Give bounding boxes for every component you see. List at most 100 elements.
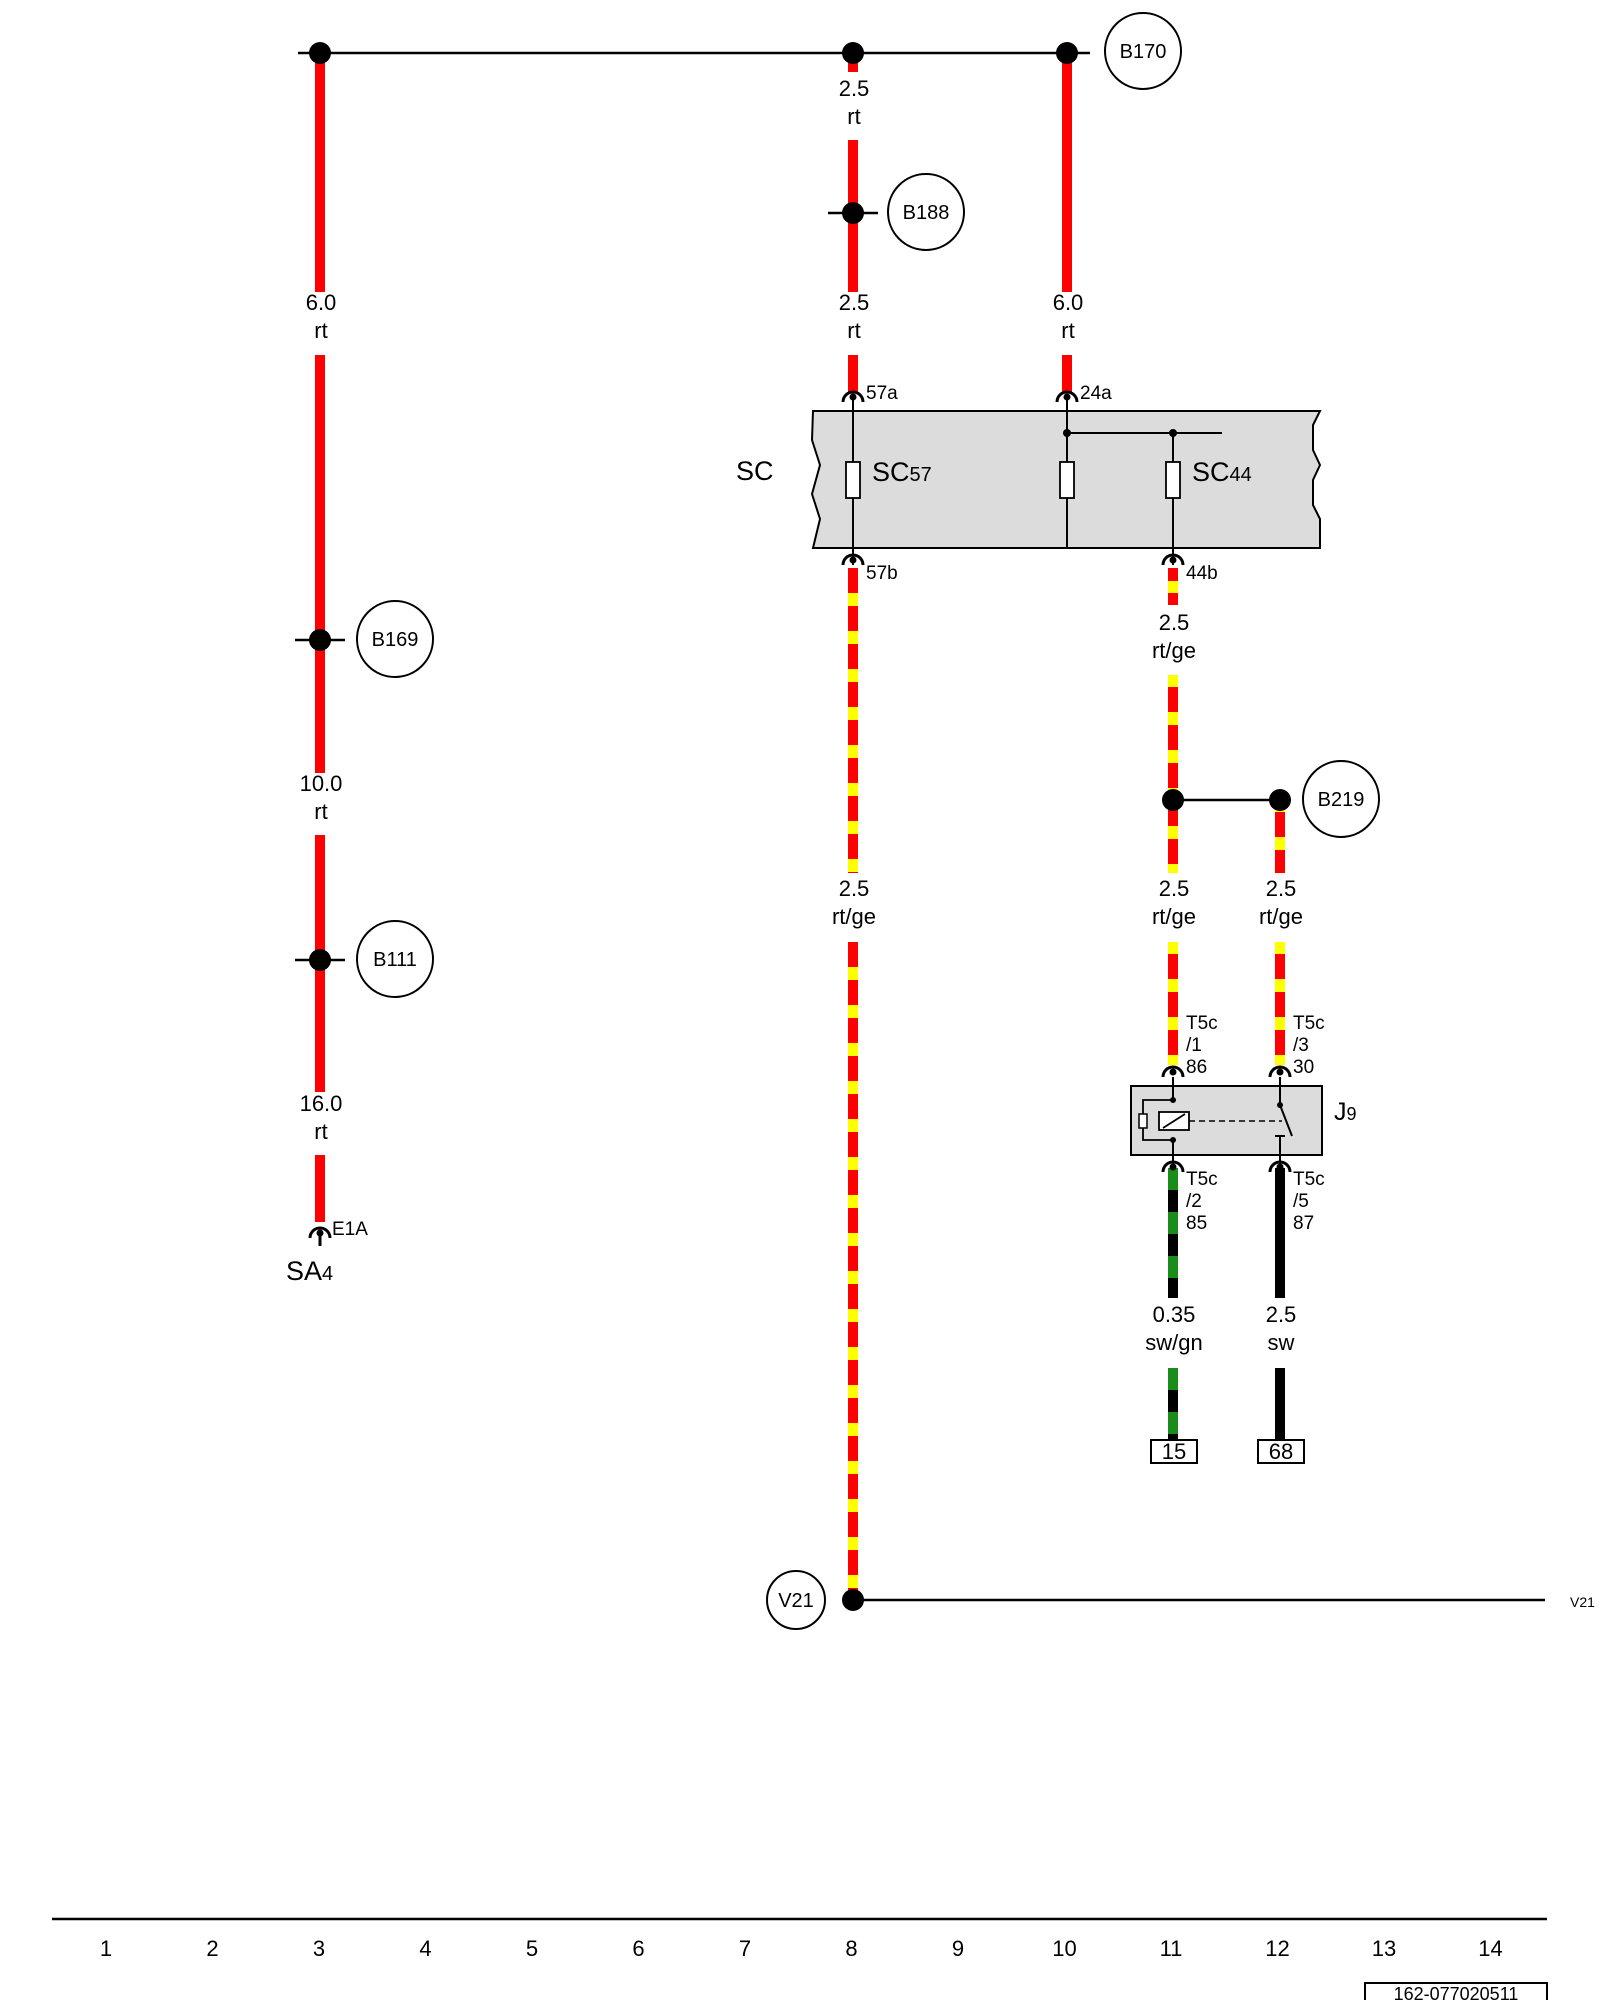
doc-id-label: 162-077020511 — [1394, 1984, 1519, 2000]
column-number: 9 — [952, 1936, 964, 1961]
column-number: 2 — [206, 1936, 218, 1961]
junction-dot — [309, 949, 331, 971]
column-number: 3 — [313, 1936, 325, 1961]
wire-color-label: sw/gn — [1145, 1330, 1202, 1355]
fuse-sc44-label: SC44 — [1192, 457, 1252, 487]
pin-label-e1a: E1A — [332, 1219, 368, 1240]
node-b169-circle — [356, 600, 434, 678]
wire-color-label: rt — [314, 1119, 327, 1144]
wire-color-label: rt/ge — [1152, 904, 1196, 929]
wire-size-label: 10.0 — [300, 771, 343, 796]
junction-dot — [842, 42, 864, 64]
relay-switch-icon — [1275, 1077, 1293, 1167]
wire-color-label: rt/ge — [1259, 904, 1303, 929]
pin-label-57a: 57a — [866, 383, 898, 404]
pin-label-t5c-2-conn: T5c — [1186, 1169, 1218, 1190]
connector-cup-t5c-3 — [1268, 1065, 1292, 1078]
junction-dot — [842, 202, 864, 224]
node-b219-label: B219 — [1318, 789, 1365, 811]
junction-dot — [842, 1589, 864, 1611]
pin-label-t5c-3-term: 30 — [1293, 1057, 1314, 1078]
wire-size-label: 16.0 — [300, 1091, 343, 1116]
pin-label-t5c-1-conn: T5c — [1186, 1013, 1218, 1034]
connector-cup-57a — [841, 390, 865, 403]
relay-coil-icon — [1138, 1077, 1190, 1167]
column-number: 8 — [845, 1936, 857, 1961]
fuse-icon — [1059, 461, 1075, 499]
terminal-15-box — [1150, 1439, 1198, 1464]
relay-j9-label: J9 — [1334, 1098, 1357, 1126]
fuse-sc57-icon — [845, 461, 861, 499]
junction-dot — [1162, 789, 1184, 811]
node-b111-label: B111 — [373, 949, 417, 971]
wire-color-label: rt — [314, 799, 327, 824]
connector-cup-t5c-1 — [1161, 1065, 1185, 1078]
wire-size-label: 6.0 — [1053, 290, 1084, 315]
connector-cup-e1a — [308, 1226, 332, 1246]
node-b219-circle — [1302, 760, 1380, 838]
column-number: 10 — [1052, 1936, 1076, 1961]
wire-size-label: 2.5 — [1159, 610, 1190, 635]
junction-dot — [1269, 789, 1291, 811]
column-number: 6 — [632, 1936, 644, 1961]
sc-junction-dot — [1169, 429, 1177, 437]
column-number: 11 — [1160, 1936, 1183, 1961]
pin-label-57b: 57b — [866, 563, 898, 584]
wire-size-label: 2.5 — [839, 876, 870, 901]
wire-color-label: rt/ge — [1152, 638, 1196, 663]
wire-size-label: 6.0 — [306, 290, 337, 315]
node-b188-label: B188 — [903, 202, 950, 224]
wire-color-label: rt — [847, 318, 860, 343]
fuse-sc57-label: SC57 — [872, 457, 932, 487]
node-b170-label: B170 — [1120, 41, 1167, 63]
column-number: 5 — [526, 1936, 538, 1961]
node-b111-circle — [356, 920, 434, 998]
terminal-68-label: 68 — [1269, 1439, 1293, 1464]
column-number: 4 — [419, 1936, 431, 1961]
offpage-ref-v21: V21 — [1570, 1594, 1595, 1610]
column-number: 12 — [1265, 1936, 1289, 1961]
wire-color-label: sw — [1268, 1330, 1295, 1355]
pin-label-24a: 24a — [1080, 383, 1112, 404]
pin-label-t5c-3-conn: T5c — [1293, 1013, 1325, 1034]
wire-color-label: rt/ge — [832, 904, 876, 929]
connector-cup-24a — [1055, 390, 1079, 403]
wire-size-label: 2.5 — [1266, 876, 1297, 901]
pin-label-t5c-1-term: 86 — [1186, 1057, 1207, 1078]
terminal-68-box — [1257, 1439, 1305, 1464]
sc-box-label: SC — [736, 456, 774, 486]
column-number: 7 — [739, 1936, 751, 1961]
pin-label-t5c-5-conn: T5c — [1293, 1169, 1325, 1190]
junction-dot — [1056, 42, 1078, 64]
terminal-15-label: 15 — [1162, 1439, 1186, 1464]
pin-label-44b: 44b — [1186, 563, 1218, 584]
junction-dot — [309, 629, 331, 651]
node-b170-circle — [1104, 12, 1182, 90]
column-number: 13 — [1372, 1936, 1396, 1961]
node-b169-label: B169 — [372, 629, 419, 651]
wire-size-label: 2.5 — [1159, 876, 1190, 901]
wire-color-label: rt — [847, 104, 860, 129]
pin-label-t5c-2-num: /2 — [1186, 1191, 1202, 1212]
fuse-sc44-icon — [1165, 461, 1181, 499]
pin-label-t5c-2-term: 85 — [1186, 1213, 1207, 1234]
node-b188-circle — [887, 173, 965, 251]
column-number: 1 — [100, 1936, 112, 1961]
node-v21-circle — [766, 1570, 826, 1630]
doc-id-box — [1364, 1982, 1548, 2000]
connector-cup-57b — [841, 553, 865, 566]
pin-label-t5c-5-term: 87 — [1293, 1213, 1314, 1234]
pin-label-t5c-3-num: /3 — [1293, 1035, 1309, 1056]
sc-junction-dot — [1063, 429, 1071, 437]
pin-label-t5c-5-num: /5 — [1293, 1191, 1309, 1212]
connector-cup-44b — [1161, 553, 1185, 566]
junction-dot — [309, 42, 331, 64]
sa4-label: SA4 — [286, 1256, 333, 1286]
pin-label-t5c-1-num: /1 — [1186, 1035, 1202, 1056]
wire-color-label: rt — [314, 318, 327, 343]
wire-size-label: 2.5 — [839, 76, 870, 101]
wire-size-label: 2.5 — [1266, 1302, 1297, 1327]
wire-size-label: 2.5 — [839, 290, 870, 315]
